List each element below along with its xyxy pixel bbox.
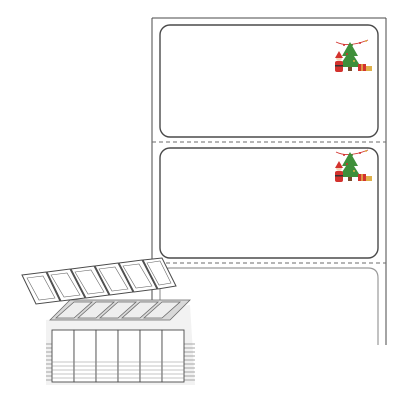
label-3-partial [159, 267, 379, 345]
santa-christmas-tree-icon [335, 149, 372, 182]
label-1 [159, 24, 379, 138]
fanfold-label-stack [21, 257, 195, 385]
label-2 [159, 147, 379, 259]
label-liner-sheet [151, 17, 387, 345]
santa-christmas-tree-icon [335, 39, 372, 72]
